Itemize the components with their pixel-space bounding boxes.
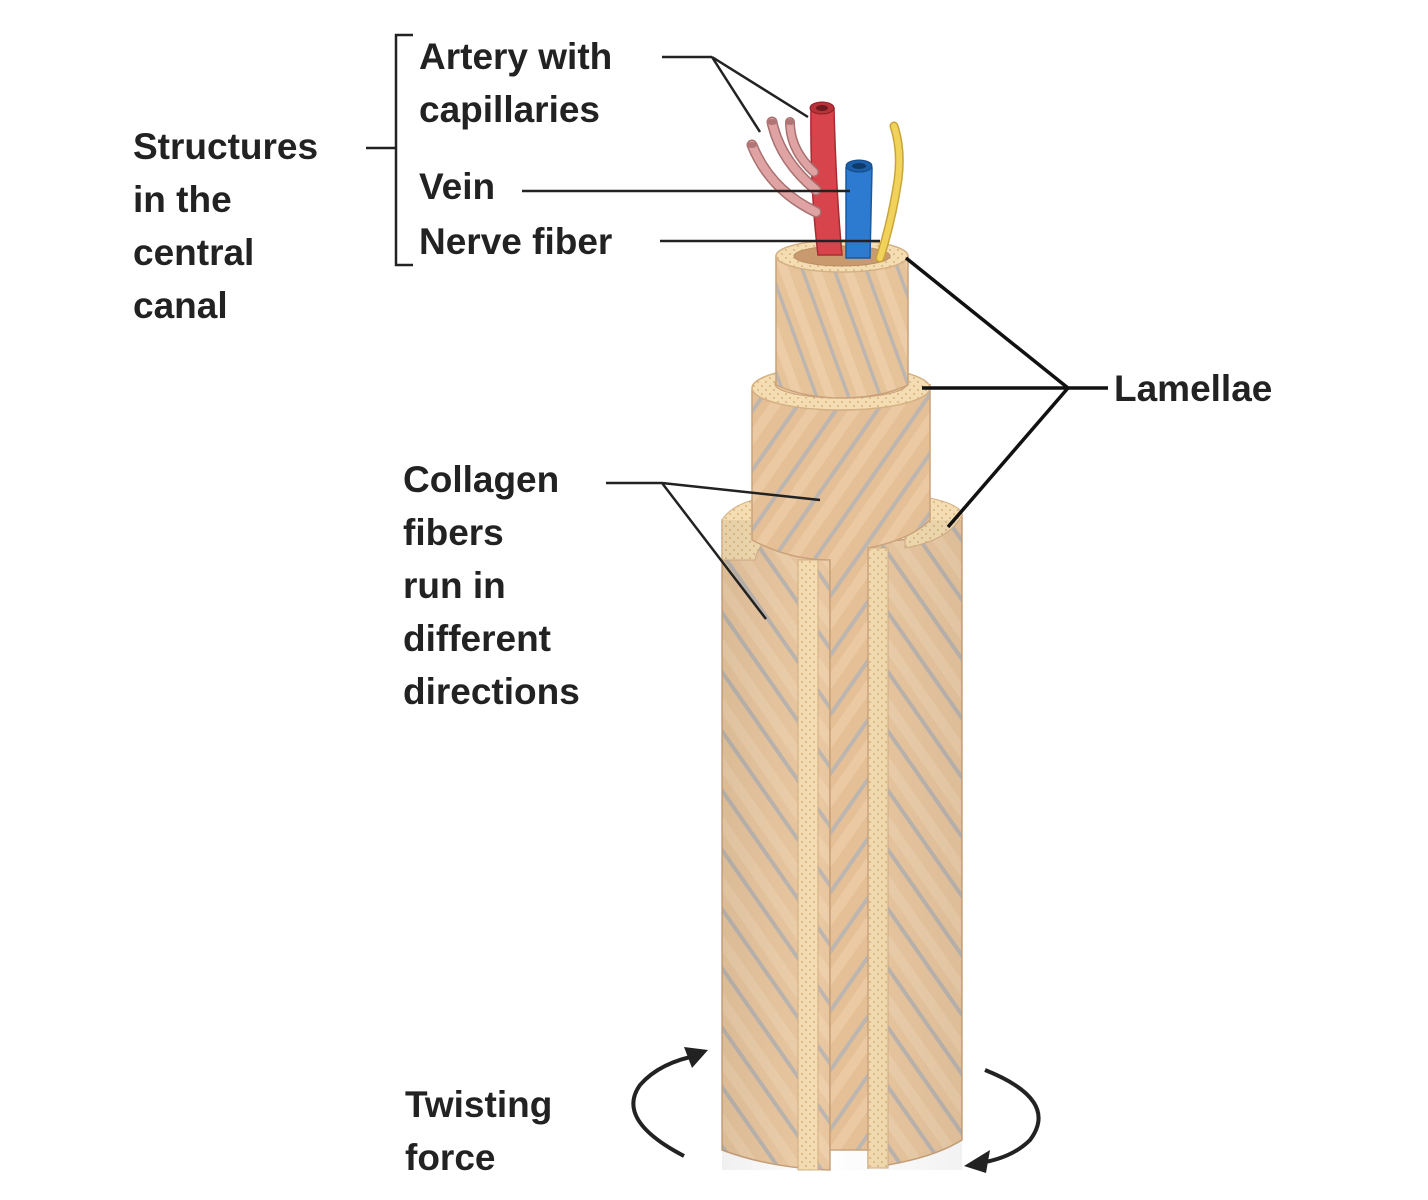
nerve-fiber-label: Nerve fiber	[419, 221, 613, 262]
capillaries	[746, 116, 822, 218]
structures-label: Structures in the central canal	[133, 126, 319, 326]
twisting-force-label: Twisting force	[405, 1084, 553, 1178]
leader-lines	[366, 33, 880, 620]
artery-label: Artery with capillaries	[419, 36, 613, 130]
vein	[845, 159, 873, 259]
artery	[809, 101, 843, 256]
collagen-fibers-label: Collagen fibers run in different directi…	[403, 459, 580, 712]
vein-label: Vein	[419, 166, 496, 207]
twisting-force-arrows	[631, 1053, 1041, 1166]
inner-lamella	[775, 239, 909, 399]
arrowheads	[684, 1047, 990, 1173]
lamellae-label: Lamellae	[1114, 368, 1273, 409]
nerve-fiber	[875, 121, 904, 263]
lamellae-leader-lines	[904, 256, 1108, 529]
